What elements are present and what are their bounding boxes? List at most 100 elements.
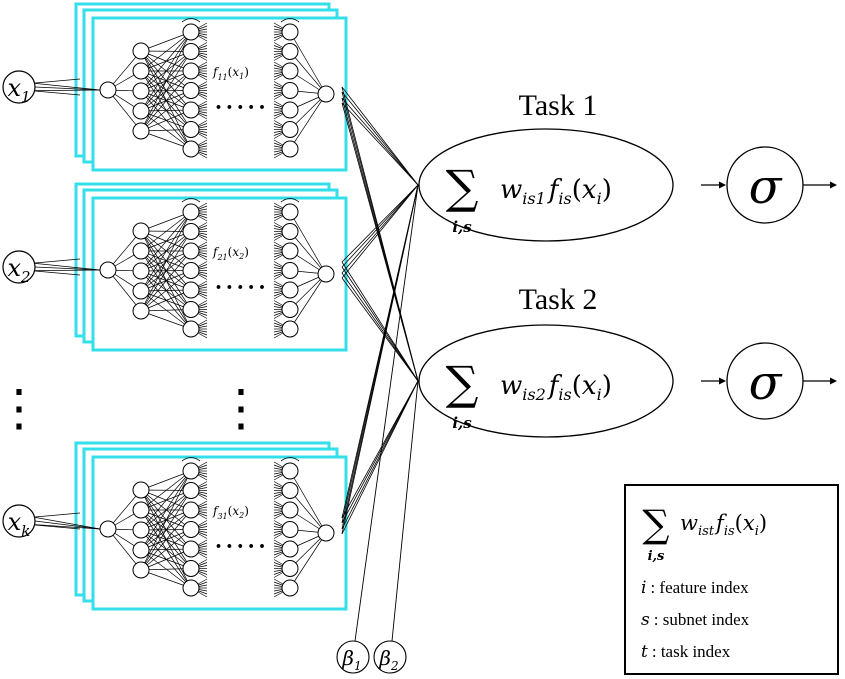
subnet-neuron — [182, 501, 200, 519]
task-1-title: Task 1 — [519, 89, 598, 122]
subnet-neuron — [281, 121, 299, 138]
subnet-neuron — [281, 101, 299, 119]
subnet-function-label: f31(x2) — [212, 504, 249, 521]
arrowhead-icon — [830, 377, 837, 385]
subnet-neuron — [182, 121, 200, 138]
legend-row-feature: i: feature index — [641, 578, 749, 598]
input-node-x1: x1 — [2, 70, 36, 106]
subnet-neuron — [317, 85, 335, 103]
svg-text:x2: x2 — [7, 254, 30, 286]
legend-formula: wistfis(xi) — [680, 511, 767, 539]
subnet-neuron — [132, 302, 150, 320]
task-2-title: Task 2 — [519, 283, 598, 316]
subnet-neuron — [132, 521, 150, 539]
subnet-neuron — [182, 43, 200, 60]
subnet-neuron — [281, 242, 299, 260]
input-subscript: 1 — [21, 88, 31, 106]
subnet-neuron — [281, 62, 299, 80]
subnet-neuron — [182, 560, 200, 577]
arrowhead-icon — [830, 181, 837, 189]
subnet-hidden-dots: • • • • • — [215, 281, 265, 294]
subnet-neuron — [182, 281, 200, 299]
links-layer — [341, 86, 419, 642]
svg-text:x1: x1 — [7, 74, 30, 106]
subnet-neuron — [182, 62, 200, 80]
input-label: x — [7, 74, 21, 102]
subnet-neuron — [132, 82, 150, 100]
subnet-neuron — [281, 540, 299, 558]
sum-subscript: i,s — [452, 414, 472, 432]
sigma-activation: σ — [749, 159, 783, 215]
subnet-neuron — [281, 82, 299, 99]
task-1-sum-node — [418, 128, 674, 242]
arrowhead-icon — [719, 181, 726, 189]
subnet-neuron — [281, 301, 299, 318]
subnet-neuron — [182, 262, 200, 279]
sigma-sum-symbol: ∑ — [642, 502, 669, 546]
subnet-function-label: f21(x2) — [212, 245, 249, 262]
svg-text:β1: β1 — [341, 646, 361, 673]
subnet-neuron — [182, 140, 200, 158]
input-node-xk: xk — [2, 504, 36, 540]
subnet-neuron — [182, 82, 200, 99]
subnet-neuron — [132, 481, 150, 499]
subnet-neuron — [281, 579, 299, 597]
sigma-sum-symbol: ∑ — [446, 356, 479, 410]
subnet-neuron — [182, 242, 200, 260]
subnet-neuron — [281, 43, 299, 60]
subnet-neuron — [132, 561, 150, 579]
subnet-hidden-dots: • • • • • — [215, 540, 265, 553]
input-label: x — [8, 508, 22, 536]
sum-subscript: i,s — [648, 549, 665, 564]
subnet-neuron — [182, 540, 200, 558]
beta-node-2: β2 — [373, 640, 407, 674]
subnet-neuron — [99, 81, 117, 99]
subnet-neuron — [132, 262, 150, 280]
beta-node-1: β1 — [336, 640, 370, 674]
subnet-neuron — [132, 102, 150, 120]
subnet-neuron — [281, 462, 299, 480]
subnet-function-label: f11(x1) — [212, 65, 249, 82]
subnet-neuron — [182, 521, 200, 538]
subnets-layer: f11(x1) • • • • • f21(x2) • • • • • f31(x2) •… — [34, 2, 348, 611]
subnet-neuron — [281, 262, 299, 279]
subnet-neuron — [132, 242, 150, 260]
subnet-neuron — [281, 560, 299, 577]
sigma-sum-symbol: ∑ — [446, 160, 479, 214]
subnet-frame — [91, 455, 348, 611]
subnet-stack-2: f21(x2) • • • • • — [34, 182, 348, 352]
input-node-x2: x2 — [2, 250, 36, 286]
subnet-neuron — [182, 203, 200, 221]
subnet-neuron — [182, 462, 200, 480]
subnet-hidden-dots: • • • • • — [215, 101, 265, 114]
sigma-activation: σ — [749, 355, 783, 411]
subnet-neuron — [132, 42, 150, 60]
subnet-neuron — [132, 62, 150, 80]
subnet-neuron — [182, 482, 200, 499]
subnet-neuron — [281, 23, 299, 41]
subnet-neuron — [281, 281, 299, 299]
subnet-neuron — [99, 261, 117, 279]
subnet-neuron — [281, 223, 299, 240]
subnet-neuron — [182, 23, 200, 41]
svg-text:β2: β2 — [378, 646, 398, 673]
vertical-ellipsis-inputs: ⋮ — [0, 379, 44, 437]
subnet-neuron — [182, 320, 200, 338]
vertical-ellipsis-subnets: ⋮ — [216, 379, 266, 437]
sum-subscript: i,s — [452, 218, 472, 236]
subnet-neuron — [317, 265, 335, 283]
input-subscript: 2 — [20, 268, 31, 286]
legend-row-task: t: task index — [641, 642, 731, 662]
subnet-neuron — [182, 301, 200, 318]
subnet-neuron — [281, 203, 299, 221]
subnet-frame — [91, 196, 348, 352]
input-label: x — [7, 254, 21, 282]
subnet-neuron — [281, 501, 299, 519]
subnet-frame — [91, 16, 348, 172]
subnet-neuron — [132, 541, 150, 559]
subnet-stack-3: f31(x2) • • • • • — [34, 441, 348, 611]
task-2-sum-node — [418, 324, 674, 438]
subnet-neuron — [281, 140, 299, 158]
